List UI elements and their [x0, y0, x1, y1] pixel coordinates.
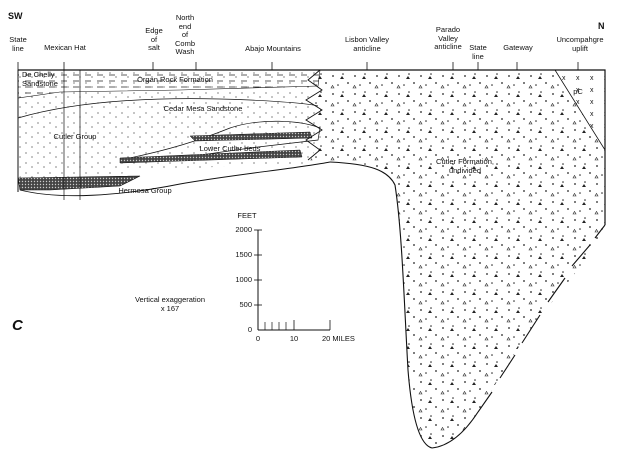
top-label-parado-valley: Parado Valley anticline	[434, 25, 462, 51]
scale-tick-1000: 1000	[235, 275, 252, 284]
scale-tick-1500: 1500	[235, 250, 252, 259]
top-label-uncompahgre: Uncompahgre uplift	[556, 35, 604, 53]
unit-label-cedar-mesa: Cedar Mesa Sandstone	[163, 104, 243, 113]
scale-tick-0-miles: 0	[255, 334, 261, 343]
lower-cutler-unit	[119, 120, 321, 161]
vertical-exaggeration-note: Vertical exaggeration x 167	[134, 295, 206, 313]
cutler-undivided-unit	[308, 70, 605, 448]
unit-label-lower-cutler: Lower Cutler beds	[199, 144, 261, 153]
hermosa-unit	[17, 175, 141, 191]
scale-unit-feet: FEET	[237, 211, 257, 220]
unit-label-cutler-undivided: Cutler Formation, undivided	[436, 157, 494, 175]
scale-tick-500: 500	[239, 300, 252, 309]
unit-label-de-chelly: De Chelly Sandstone	[22, 70, 58, 88]
panel-letter: C	[12, 317, 23, 334]
unit-label-hermosa: Hermosa Group	[118, 186, 172, 195]
top-label-edge-of-salt: Edge of salt	[145, 26, 163, 52]
scale-tick-2000: 2000	[235, 225, 252, 234]
top-label-abajo-mountains: Abajo Mountains	[245, 44, 301, 53]
top-label-gateway: Gateway	[503, 43, 533, 52]
unit-label-cutler-group: Cutler Group	[53, 132, 97, 141]
scale-tick-20-miles: 20 MILES	[322, 334, 355, 343]
scale-tick-0-vertical: 0	[247, 325, 252, 334]
top-label-state-line-west: State line	[9, 35, 27, 53]
top-label-state-line-east: State line	[469, 43, 487, 61]
top-label-mexican-hat: Mexican Hat	[44, 43, 86, 52]
scale-tick-10-miles: 10	[289, 334, 299, 343]
unit-label-organ-rock: Organ Rock Formation	[137, 75, 213, 84]
top-label-lisbon-valley: Lisbon Valley anticline	[344, 35, 390, 53]
top-label-comb-wash: North end of Comb Wash	[174, 13, 195, 56]
direction-sw-label: SW	[8, 11, 23, 21]
direction-n-label: N	[598, 21, 605, 31]
unit-label-precambrian: pC	[573, 87, 583, 96]
